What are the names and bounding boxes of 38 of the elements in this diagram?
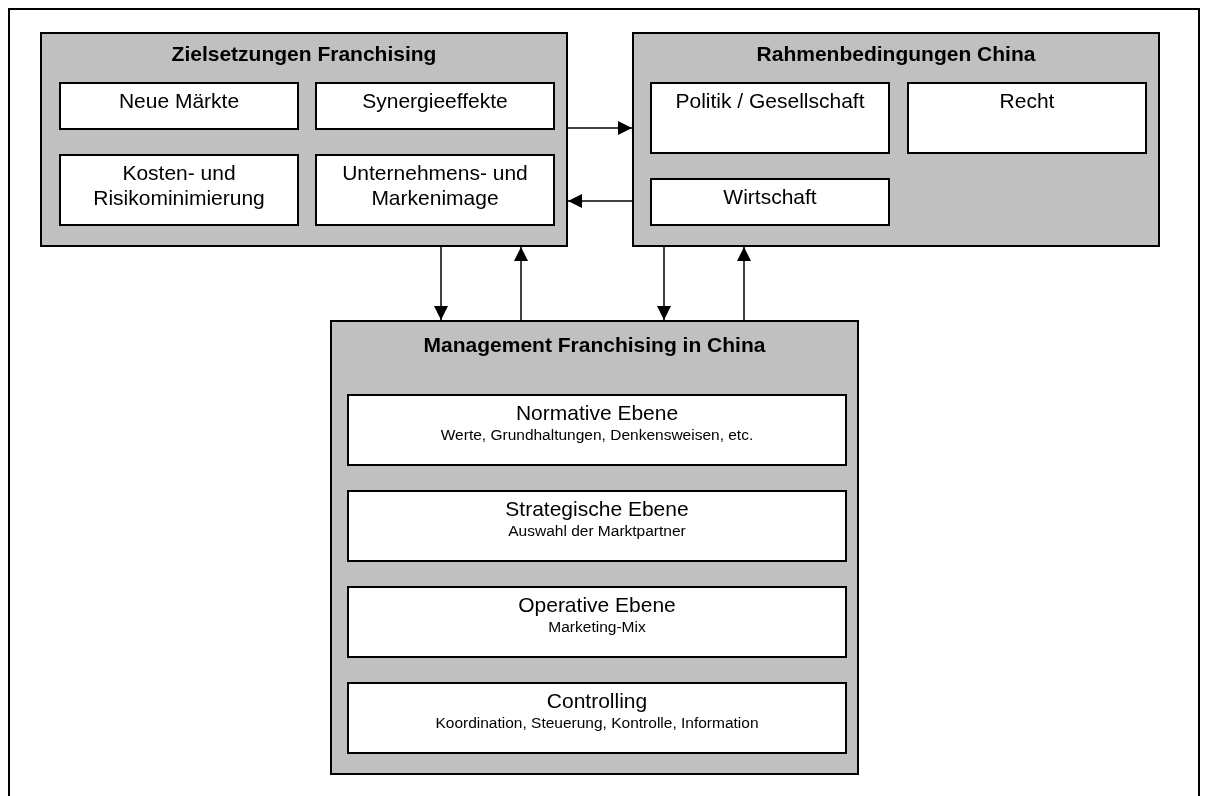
box-title: Unternehmens- und Markenimage bbox=[341, 160, 529, 210]
box-title: Neue Märkte bbox=[118, 88, 240, 113]
text-box bbox=[907, 82, 1147, 154]
text-box bbox=[650, 82, 890, 154]
box-subtitle: Koordination, Steuerung, Kontrolle, Information bbox=[435, 713, 759, 733]
text-box bbox=[347, 682, 847, 754]
arrow bbox=[567, 121, 633, 135]
arrow bbox=[567, 194, 633, 208]
group-panel bbox=[632, 32, 1160, 247]
text-box bbox=[347, 490, 847, 562]
text-box bbox=[650, 178, 890, 226]
box-title: Kosten- und Risikominimierung bbox=[92, 160, 266, 210]
text-box bbox=[59, 154, 299, 226]
box-title: Operative Ebene bbox=[518, 592, 676, 617]
box-subtitle: Marketing-Mix bbox=[548, 617, 646, 637]
text-box bbox=[347, 586, 847, 658]
group-panel bbox=[40, 32, 568, 247]
panel-heading: Rahmenbedingungen China bbox=[756, 41, 1036, 67]
text-box bbox=[59, 82, 299, 130]
panel-heading: Zielsetzungen Franchising bbox=[171, 41, 437, 67]
arrow bbox=[514, 246, 528, 321]
arrow bbox=[434, 246, 448, 321]
box-title: Recht bbox=[999, 88, 1055, 113]
box-title: Politik / Gesellschaft bbox=[675, 88, 865, 113]
arrow bbox=[737, 246, 751, 321]
arrow bbox=[657, 246, 671, 321]
box-subtitle: Werte, Grundhaltungen, Denkensweisen, etc. bbox=[440, 425, 754, 445]
text-box bbox=[347, 394, 847, 466]
box-subtitle: Auswahl der Marktpartner bbox=[508, 521, 686, 541]
panel-heading: Management Franchising in China bbox=[423, 332, 766, 358]
box-title: Synergieeffekte bbox=[362, 88, 508, 113]
text-box bbox=[315, 154, 555, 226]
box-title: Controlling bbox=[546, 688, 648, 713]
box-title: Wirtschaft bbox=[723, 184, 817, 209]
group-panel bbox=[330, 320, 859, 775]
box-title: Strategische Ebene bbox=[505, 496, 689, 521]
text-box bbox=[315, 82, 555, 130]
box-title: Normative Ebene bbox=[515, 400, 679, 425]
